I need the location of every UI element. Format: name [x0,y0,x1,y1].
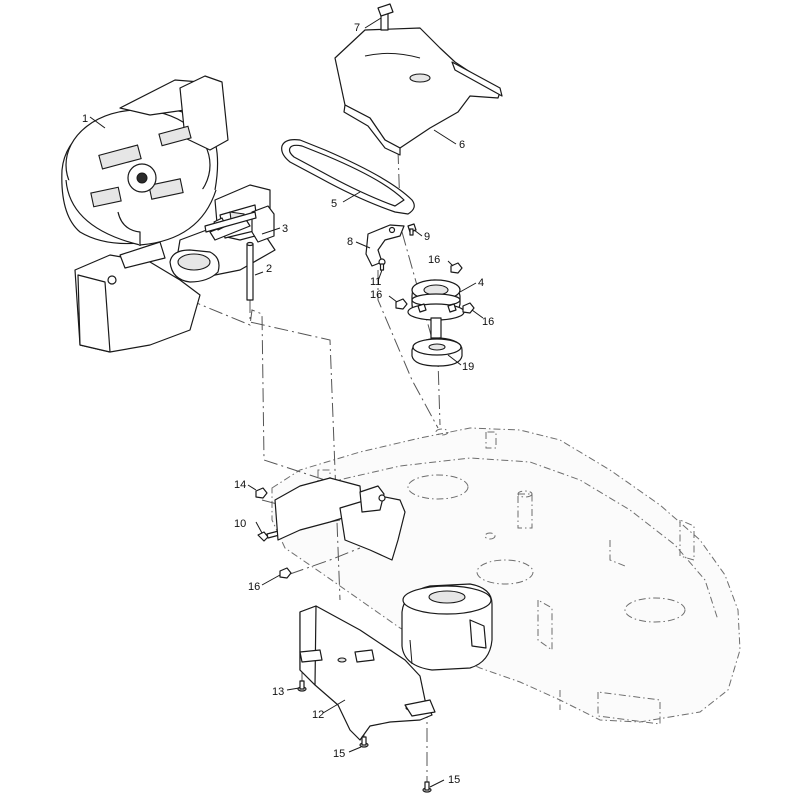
deflector-plate [299,605,436,741]
leader-lines [89,17,484,788]
bolt-11 [378,258,386,271]
callout-13: 13 [272,686,284,698]
callout-16-d: 16 [248,581,260,593]
spindle-housing [401,583,493,671]
screw-13 [297,680,307,692]
idler-bracket [365,224,405,267]
callout-3: 3 [282,223,288,235]
callout-15-a: 15 [333,748,345,760]
bolt-9 [407,223,417,236]
callout-2: 2 [266,263,272,275]
callout-6: 6 [459,139,465,151]
spring-bracket [204,205,275,243]
rod [246,241,254,301]
belt-cover [334,27,503,156]
cover-knob [377,3,394,31]
callout-15-b: 15 [448,774,460,786]
callout-14: 14 [234,479,246,491]
callout-7: 7 [354,22,360,34]
callout-12: 12 [312,709,324,721]
callout-5: 5 [331,198,337,210]
callout-16-b: 16 [370,289,382,301]
callout-19: 19 [462,361,474,373]
callout-8: 8 [347,236,353,248]
callout-4: 4 [478,277,484,289]
engine-clutch-assembly [61,75,276,353]
screw-15a [359,736,369,748]
callout-16-a: 16 [428,254,440,266]
callout-16-c: 16 [482,316,494,328]
clutch-pulley [407,279,465,339]
drive-belt [281,139,415,215]
nuts-16 [279,262,475,579]
screw-15b [422,781,432,793]
nut-14 [255,487,268,499]
callout-1: 1 [82,113,88,125]
callout-9: 9 [424,231,430,243]
deck-bracket [274,477,406,561]
callout-labels: 1 2 3 4 5 6 7 8 9 10 11 12 13 14 15 15 1… [82,22,494,786]
callout-10: 10 [234,518,246,530]
spacer-plate [411,337,463,367]
callout-11: 11 [370,276,381,288]
